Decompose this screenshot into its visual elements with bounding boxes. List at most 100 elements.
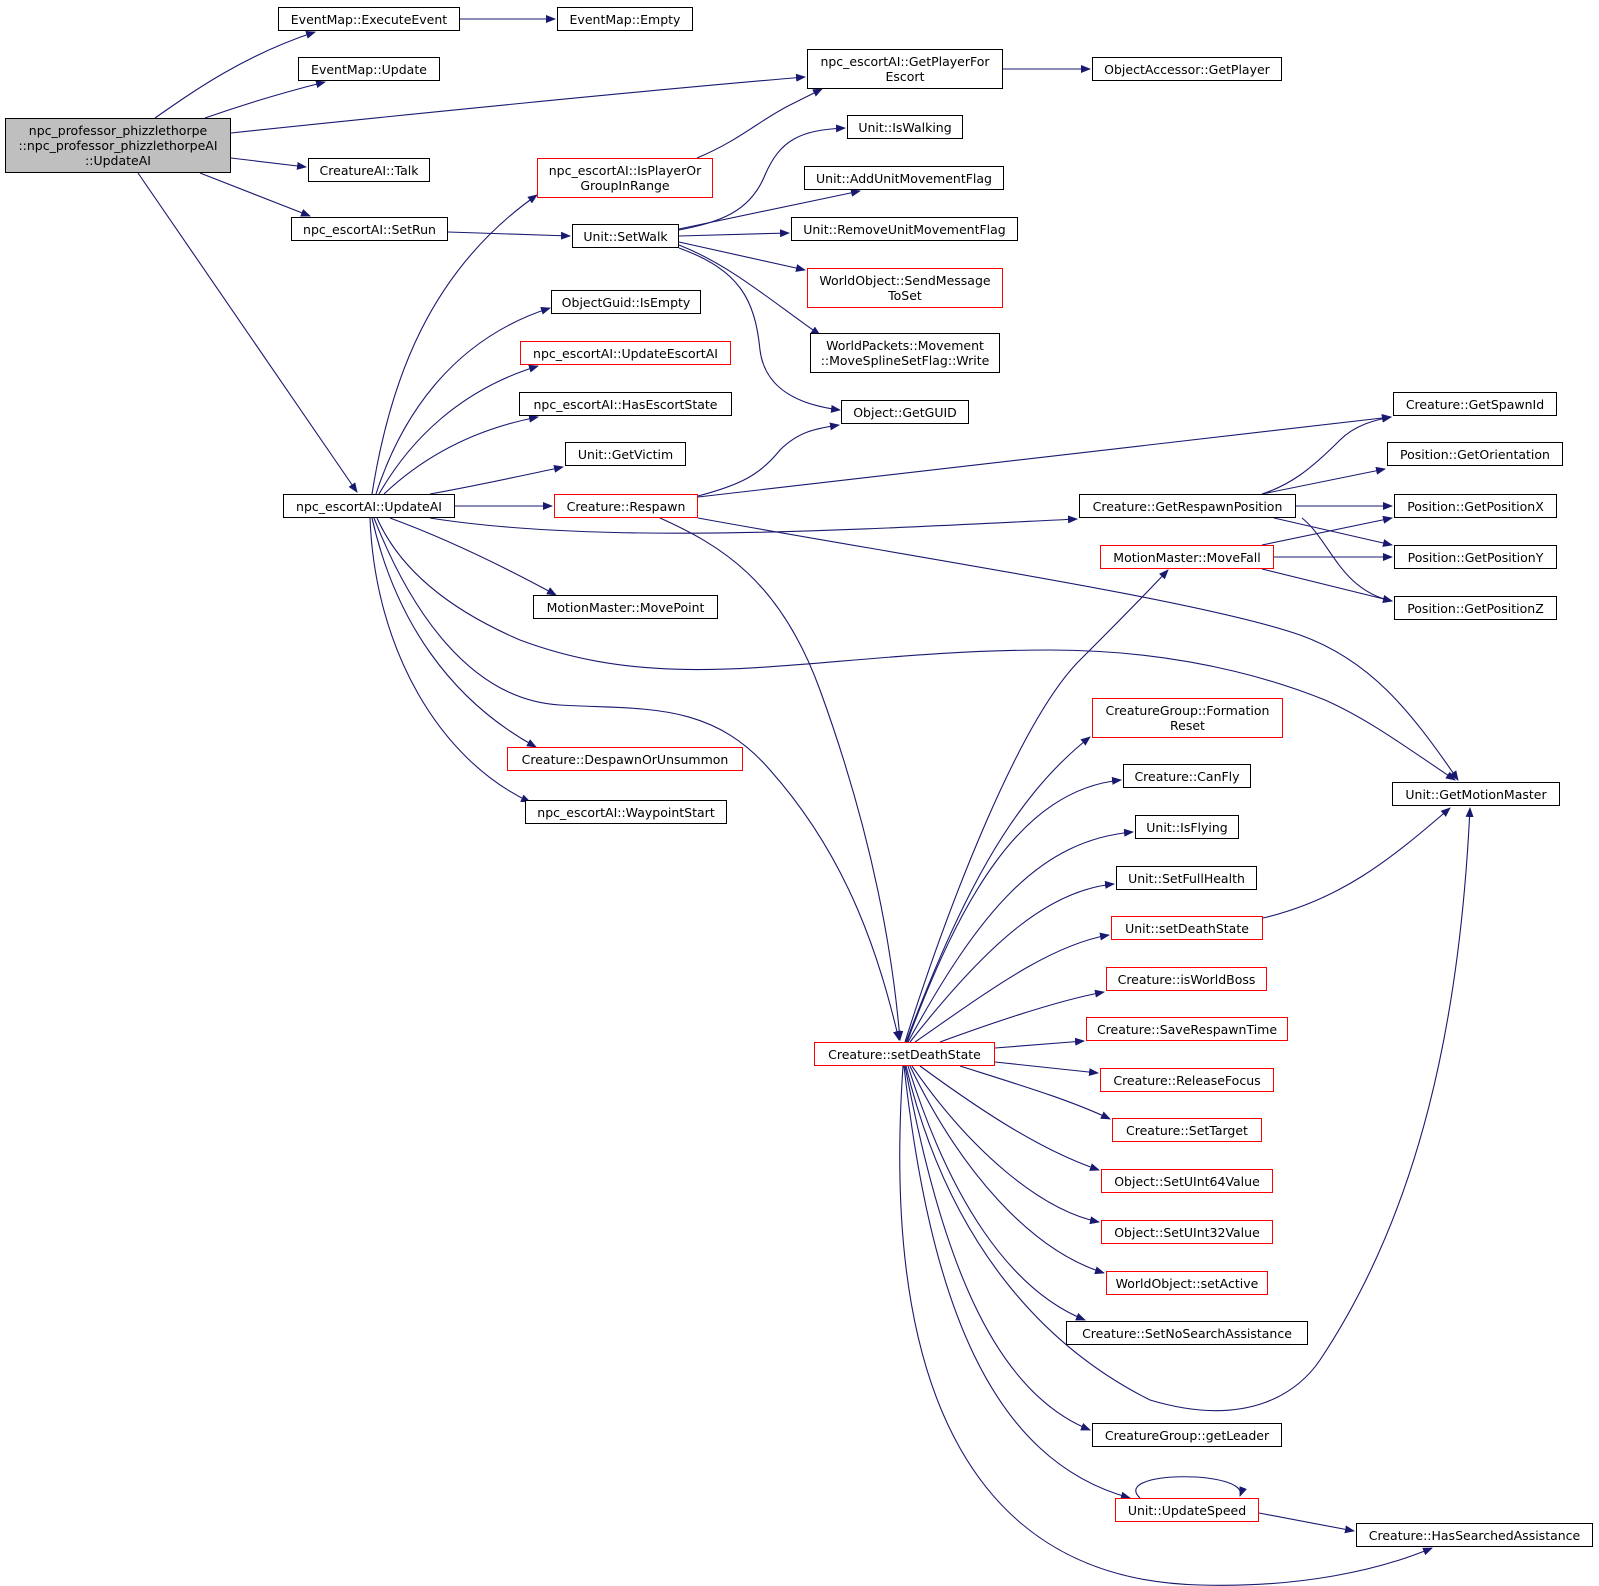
edge-respawn-to-getmotionmaster [697,517,1459,781]
edge-isplayerorgroup-to-getplayerforescort [696,88,823,159]
node-worldobject-setactive[interactable]: WorldObject::setActive [1106,1271,1268,1295]
node-unit-isflying[interactable]: Unit::IsFlying [1135,815,1239,839]
edge-escort_updateai-to-getvictim [429,464,564,495]
node-motionmaster-movefall[interactable]: MotionMaster::MoveFall [1100,545,1274,569]
edge-getrespawnpos-to-getposy [1273,517,1393,547]
node-creature-respawn[interactable]: Creature::Respawn [554,494,698,518]
edge-escort_updateai-to-getrespawnpos [429,515,1078,534]
edge-movefall-to-getposx [1261,515,1393,546]
node-unit-removeunitmovementflag[interactable]: Unit::RemoveUnitMovementFlag [791,217,1018,241]
edge-escort_updateai-to-creature_setdeathstate [373,517,901,1041]
node-creatureai-talk[interactable]: CreatureAI::Talk [308,158,430,182]
node-eventmap-empty[interactable]: EventMap::Empty [557,7,693,31]
edge-root-to-em_update [204,80,326,119]
node-position-getpositionz[interactable]: Position::GetPositionZ [1394,596,1557,620]
node-npc-escortai-isplayerorgroupinrange[interactable]: npc_escortAI::IsPlayerOr GroupInRange [537,158,713,198]
edge-creature_setdeathstate-to-setactive [909,1065,1105,1275]
node-unit-getvictim[interactable]: Unit::GetVictim [565,442,686,466]
node-objectaccessor-getplayer[interactable]: ObjectAccessor::GetPlayer [1092,57,1282,81]
edge-escort_updateai-to-waypointstart [369,517,531,803]
node-npc-escortai-updateescortai[interactable]: npc_escortAI::UpdateEscortAI [520,341,731,365]
edge-creature_setdeathstate-to-movefall [904,569,1169,1043]
edge-setwalk-to-sendmessage [678,241,806,272]
node-creature-hassearchedassistance[interactable]: Creature::HasSearchedAssistance [1356,1523,1593,1547]
node-creature-settarget[interactable]: Creature::SetTarget [1112,1118,1262,1142]
node-creature-setdeathstate[interactable]: Creature::setDeathState [814,1042,995,1066]
node-creature-saverespawntime[interactable]: Creature::SaveRespawnTime [1086,1017,1288,1041]
node-unit-updatespeed[interactable]: Unit::UpdateSpeed [1115,1498,1259,1522]
edge-creature_setdeathstate-to-formationreset [905,736,1091,1043]
node-creaturegroup-getleader[interactable]: CreatureGroup::getLeader [1092,1423,1282,1447]
edge-respawn-to-getguid [697,422,840,497]
edge-creature_setdeathstate-to-isworldboss [939,989,1105,1043]
edge-escort_updateai-to-hasescortstate [383,414,539,495]
node-worldobject-sendmessagetoset[interactable]: WorldObject::SendMessage ToSet [807,268,1003,308]
node-unit-setdeathstate[interactable]: Unit::setDeathState [1111,916,1263,940]
node-unit-getmotionmaster[interactable]: Unit::GetMotionMaster [1392,782,1560,806]
edge-creature_setdeathstate-to-getmotionmaster [905,807,1474,1412]
node-unit-setfullhealth[interactable]: Unit::SetFullHealth [1116,866,1257,890]
edge-creature_setdeathstate-to-hassearched [899,1065,1433,1586]
edge-creature_setdeathstate-to-releasefocus [994,1061,1099,1077]
edge-respawn-to-getspawnid [697,414,1392,498]
node-object-getguid[interactable]: Object::GetGUID [841,400,969,424]
node-creature-canfly[interactable]: Creature::CanFly [1123,764,1251,788]
edge-escort_updateai-to-updateescortai [378,364,539,495]
node-creature-despawnorunsummon[interactable]: Creature::DespawnOrUnsummon [507,747,743,771]
node-position-getorientation[interactable]: Position::GetOrientation [1387,442,1563,466]
edge-creature_setdeathstate-to-setnosearch [907,1065,1086,1321]
node-creature-getrespawnposition[interactable]: Creature::GetRespawnPosition [1079,494,1296,518]
edge-creature_setdeathstate-to-setfullhealth [909,880,1115,1043]
node-npc-escortai-getplayerforescort[interactable]: npc_escortAI::GetPlayerFor Escort [807,49,1003,89]
node-object-setuint32value[interactable]: Object::SetUInt32Value [1101,1220,1273,1244]
node-npc-escortai-hasescortstate[interactable]: npc_escortAI::HasEscortState [519,392,732,416]
edge-creature_setdeathstate-to-setuint64 [919,1065,1100,1171]
node-npc-escortai-updateai[interactable]: npc_escortAI::UpdateAI [283,494,455,518]
node-position-getpositionx[interactable]: Position::GetPositionX [1394,494,1557,518]
edge-setwalk-to-getguid [678,247,841,413]
edge-creature_setdeathstate-to-canfly [906,776,1122,1043]
edge-root-to-creatureai_talk [230,157,307,170]
edge-root-to-em_execute [154,31,316,119]
edge-root-to-setrun [199,172,311,217]
node-position-getpositiony[interactable]: Position::GetPositionY [1394,545,1557,569]
node-eventmap-update[interactable]: EventMap::Update [298,57,440,81]
node-creature-setnosearchassistance[interactable]: Creature::SetNoSearchAssistance [1066,1321,1308,1345]
node-creature-isworldboss[interactable]: Creature::isWorldBoss [1106,967,1267,991]
node-root: npc_professor_phizzlethorpe ::npc_profes… [5,118,231,173]
edge-updatespeed-to-updatespeed [1135,1476,1247,1499]
node-motionmaster-movepoint[interactable]: MotionMaster::MovePoint [533,595,718,619]
node-npc-escortai-setrun[interactable]: npc_escortAI::SetRun [291,217,448,241]
node-worldpackets-movesplinesetflag-write[interactable]: WorldPackets::Movement ::MoveSplineSetFl… [810,333,1000,373]
edge-escort_updateai-to-despawn [371,517,537,748]
node-creaturegroup-formationreset[interactable]: CreatureGroup::Formation Reset [1092,698,1283,738]
edge-creature_setdeathstate-to-setuint32 [911,1065,1100,1225]
edge-escort_updateai-to-getmotionmaster [376,517,1456,781]
edge-unit_setdeathstate-to-getmotionmaster [1262,807,1451,919]
node-unit-iswalking[interactable]: Unit::IsWalking [847,115,963,139]
edge-root-to-getplayerforescort [230,73,806,134]
edge-getrespawnpos-to-getspawnid [1261,414,1392,495]
edge-getrespawnpos-to-getorientation [1261,466,1386,495]
edge-creature_setdeathstate-to-settarget [959,1065,1111,1120]
node-unit-setwalk[interactable]: Unit::SetWalk [572,224,679,248]
node-creature-releasefocus[interactable]: Creature::ReleaseFocus [1100,1068,1274,1092]
node-npc-escortai-waypointstart[interactable]: npc_escortAI::WaypointStart [525,800,727,824]
node-object-setuint64value[interactable]: Object::SetUInt64Value [1101,1169,1273,1193]
edge-creature_setdeathstate-to-getleader [904,1065,1091,1431]
edge-creature_setdeathstate-to-isflying [907,828,1134,1043]
edge-setwalk-to-removeunitmove [678,229,790,238]
edge-escort_updateai-to-isplayerorgroup [371,194,538,495]
node-eventmap-executeevent[interactable]: EventMap::ExecuteEvent [278,7,460,31]
edge-creature_setdeathstate-to-unit_setdeathstate [914,932,1110,1043]
node-objectguid-isempty[interactable]: ObjectGuid::IsEmpty [551,290,701,314]
node-unit-addunitmovementflag[interactable]: Unit::AddUnitMovementFlag [804,166,1004,190]
edge-creature_setdeathstate-to-saverespawntime [994,1037,1085,1049]
edge-setwalk-to-addunitmove [678,188,861,230]
node-creature-getspawnid[interactable]: Creature::GetSpawnId [1393,392,1557,416]
edge-respawn-to-creature_setdeathstate [659,517,904,1041]
edge-getrespawnpos-to-getposz [1301,517,1393,604]
edge-creature_setdeathstate-to-updatespeed [903,1065,1131,1500]
